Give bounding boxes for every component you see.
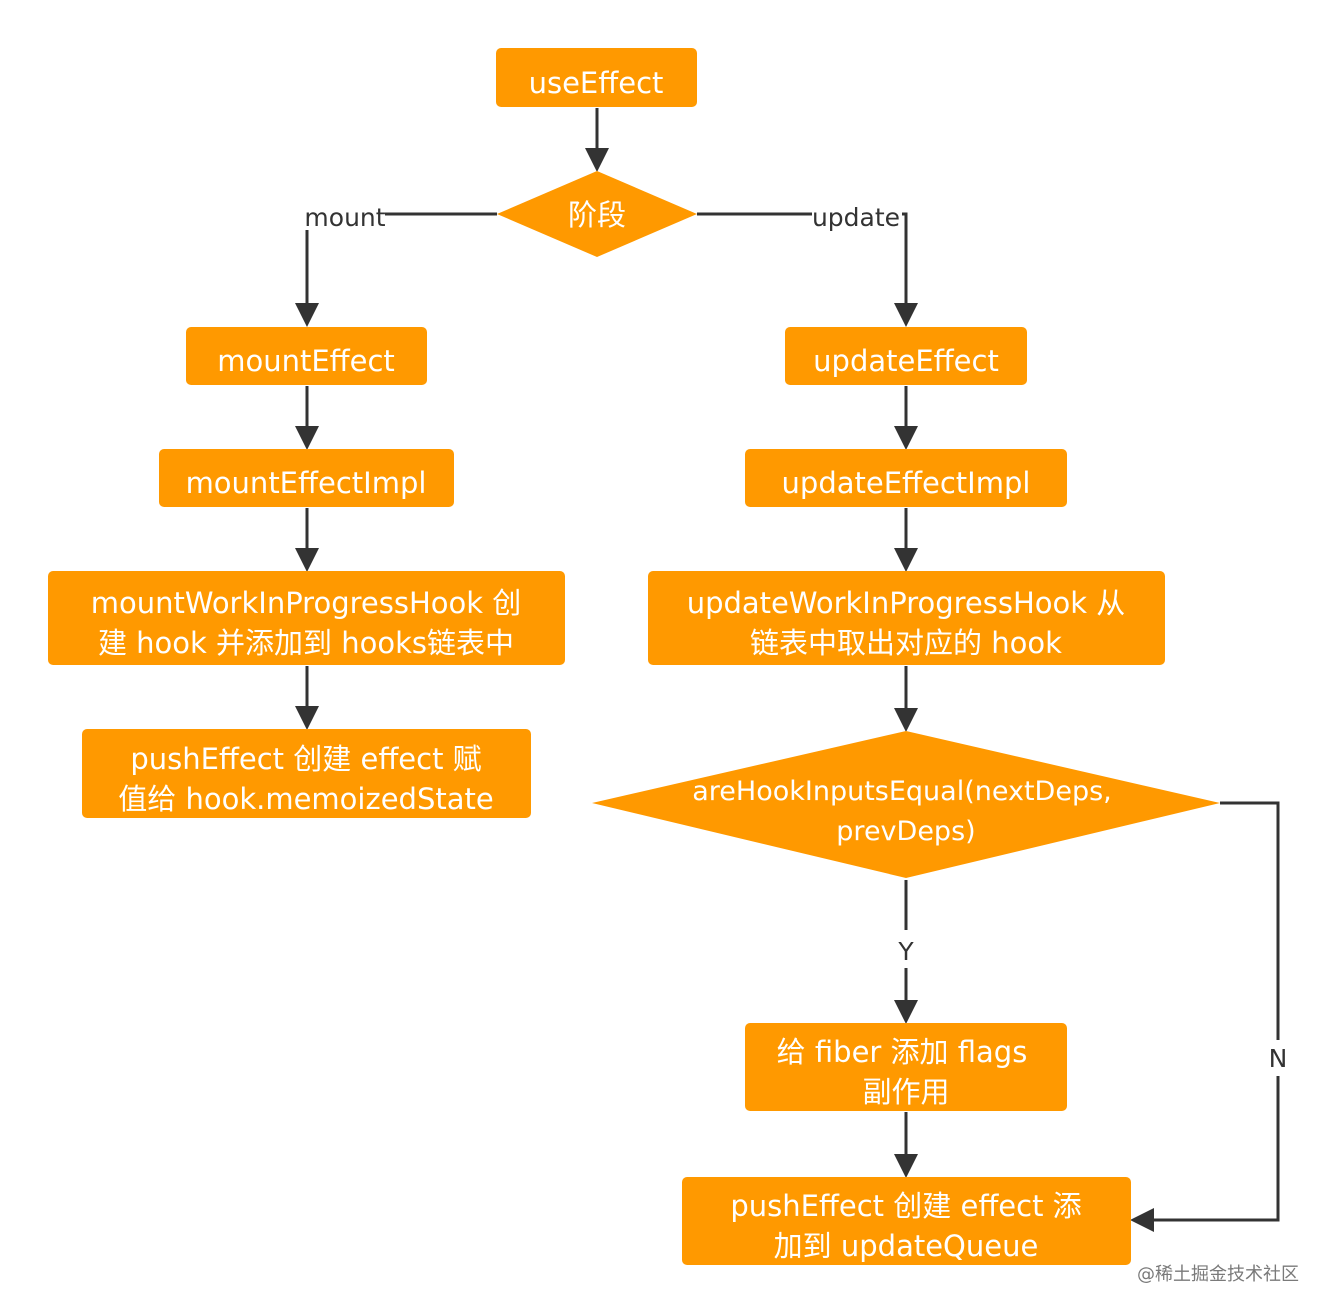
node-stage-decision: 阶段: [497, 171, 697, 257]
watermark-text: @稀土掘金技术社区: [1137, 1264, 1299, 1285]
node-use-effect-text: useEffect: [529, 66, 664, 100]
node-push-effect-mount-line1: pushEffect 创建 effect 赋: [130, 742, 481, 776]
node-add-flags: 给 fiber 添加 flags 副作用: [745, 1023, 1067, 1111]
edge-label-mount: mount: [304, 203, 385, 232]
node-push-effect-update-line2: 加到 updateQueue: [774, 1229, 1039, 1263]
node-mount-wip-hook-line2: 建 hook 并添加到 hooks链表中: [98, 626, 514, 660]
node-add-flags-line2: 副作用: [862, 1075, 949, 1109]
node-push-effect-mount-line2: 值给 hook.memoizedState: [118, 782, 493, 816]
arrowhead: [295, 706, 319, 730]
arrowhead: [894, 303, 918, 327]
arrowhead: [894, 426, 918, 450]
node-use-effect: useEffect: [496, 48, 697, 107]
node-update-wip-hook-line1: updateWorkInProgressHook 从: [687, 586, 1126, 620]
node-push-effect-mount: pushEffect 创建 effect 赋 值给 hook.memoizedS…: [82, 729, 531, 818]
label-bg-no: [1264, 1040, 1292, 1076]
node-compare-line1: areHookInputsEqual(nextDeps,: [692, 776, 1112, 807]
node-update-effect-impl: updateEffectImpl: [745, 449, 1067, 507]
node-update-effect-text: updateEffect: [813, 344, 999, 378]
node-stage-text: 阶段: [568, 198, 626, 232]
label-bg-mount: [305, 198, 385, 230]
node-update-wip-hook-line2: 链表中取出对应的 hook: [750, 626, 1062, 660]
label-bg-update: [812, 198, 902, 230]
node-compare-decision: areHookInputsEqual(nextDeps, prevDeps): [592, 731, 1220, 878]
node-mount-wip-hook-line1: mountWorkInProgressHook 创: [91, 586, 522, 620]
node-mount-wip-hook: mountWorkInProgressHook 创 建 hook 并添加到 ho…: [48, 571, 565, 665]
node-push-effect-update: pushEffect 创建 effect 添 加到 updateQueue: [682, 1177, 1131, 1265]
node-mount-effect: mountEffect: [186, 327, 427, 385]
node-update-effect-impl-text: updateEffectImpl: [782, 466, 1031, 500]
arrowhead: [894, 1000, 918, 1024]
edge-label-yes: Y: [897, 937, 914, 966]
node-update-wip-hook: updateWorkInProgressHook 从 链表中取出对应的 hook: [648, 571, 1165, 665]
arrowhead: [295, 303, 319, 327]
edge-stage-update: [697, 212, 908, 305]
node-mount-effect-impl-text: mountEffectImpl: [186, 466, 427, 500]
node-mount-effect-text: mountEffect: [217, 344, 395, 378]
node-compare-line2: prevDeps): [836, 816, 975, 847]
node-add-flags-line1: 给 fiber 添加 flags: [777, 1035, 1028, 1069]
arrowhead: [1130, 1208, 1154, 1232]
node-update-effect: updateEffect: [785, 327, 1027, 385]
arrowhead: [894, 548, 918, 572]
arrowhead: [894, 1154, 918, 1178]
arrowhead: [894, 708, 918, 732]
edge-label-no: N: [1269, 1044, 1288, 1073]
node-push-effect-update-line1: pushEffect 创建 effect 添: [730, 1189, 1081, 1223]
arrowhead: [585, 148, 609, 172]
node-mount-effect-impl: mountEffectImpl: [159, 449, 454, 507]
edge-label-update: update: [812, 203, 900, 232]
arrowhead: [295, 426, 319, 450]
arrowhead: [295, 548, 319, 572]
edge-compare-no: [1152, 801, 1280, 1222]
